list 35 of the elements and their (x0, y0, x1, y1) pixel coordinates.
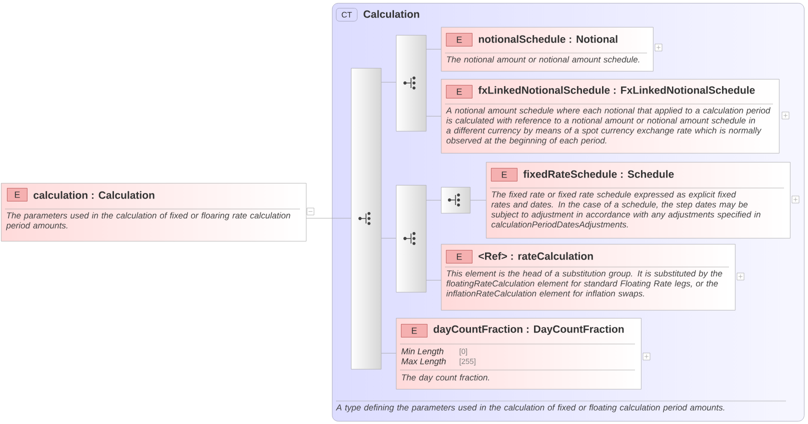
description-text: The fixed rate or fixed rate schedule expressed as explicit fixed rates and dates. In the case of a schedule, the step dates may be subject to adjustment in accordance with any adjustments specified in calculationPeriodDatesAdjustments. (491, 191, 760, 230)
description-text: A type defining the parameters used in the calculation of fixed or floating calculation period amounts. (336, 404, 724, 412)
element-badge: E (7, 188, 28, 202)
element-box (1, 183, 306, 242)
description-text: The parameters used in the calculation of fixed or floaring rate calculation period amounts. (6, 212, 290, 230)
element-box (396, 318, 642, 390)
description-text: A notional amount schedule where each notional that applied to a calculation period is calculated with reference to a notional amount or notional amount schedule in a different currency by means of a spot currency exchange rate which is normally observed at the beginning of each period. (446, 107, 770, 146)
element-badge: E (491, 168, 518, 182)
element-badge: E (401, 324, 428, 338)
description-text: This element is the head of a substitution group. It is substituted by the floatingRateCalculation element for standard Floating Rate legs, or the inflationRateCalculation element for inflation swaps. (446, 270, 722, 298)
element-box (441, 27, 654, 72)
element-title: Calculation (364, 10, 420, 18)
element-title: <Ref> : rateCalculation (478, 252, 593, 260)
sequence-box (396, 185, 426, 292)
element-badge: E (446, 33, 472, 46)
property-name: Max Length (401, 358, 446, 366)
description-text: The notional amount or notional amount schedule. (446, 56, 640, 63)
element-title: notionalSchedule : Notional (478, 35, 618, 43)
sequence-box (351, 68, 382, 370)
element-title: fxLinkedNotionalSchedule : FxLinkedNotionalSchedule (478, 86, 755, 94)
element-box (441, 79, 780, 154)
element-title: dayCountFraction : DayCountFraction (434, 325, 624, 335)
element-title: fixedRateSchedule : Schedule (523, 170, 674, 178)
element-box (486, 162, 790, 238)
description-text: The day count fraction. (402, 374, 490, 382)
sequence-box (396, 35, 426, 132)
element-title: calculation : Calculation (34, 191, 154, 199)
element-badge: E (446, 85, 472, 98)
type-badge: CT (336, 8, 358, 22)
sequence-box (441, 187, 470, 214)
property-name: Min Length (401, 348, 444, 356)
element-box (441, 244, 736, 310)
connector-line (426, 49, 442, 50)
connector-line (381, 353, 396, 354)
element-badge: E (446, 250, 472, 264)
